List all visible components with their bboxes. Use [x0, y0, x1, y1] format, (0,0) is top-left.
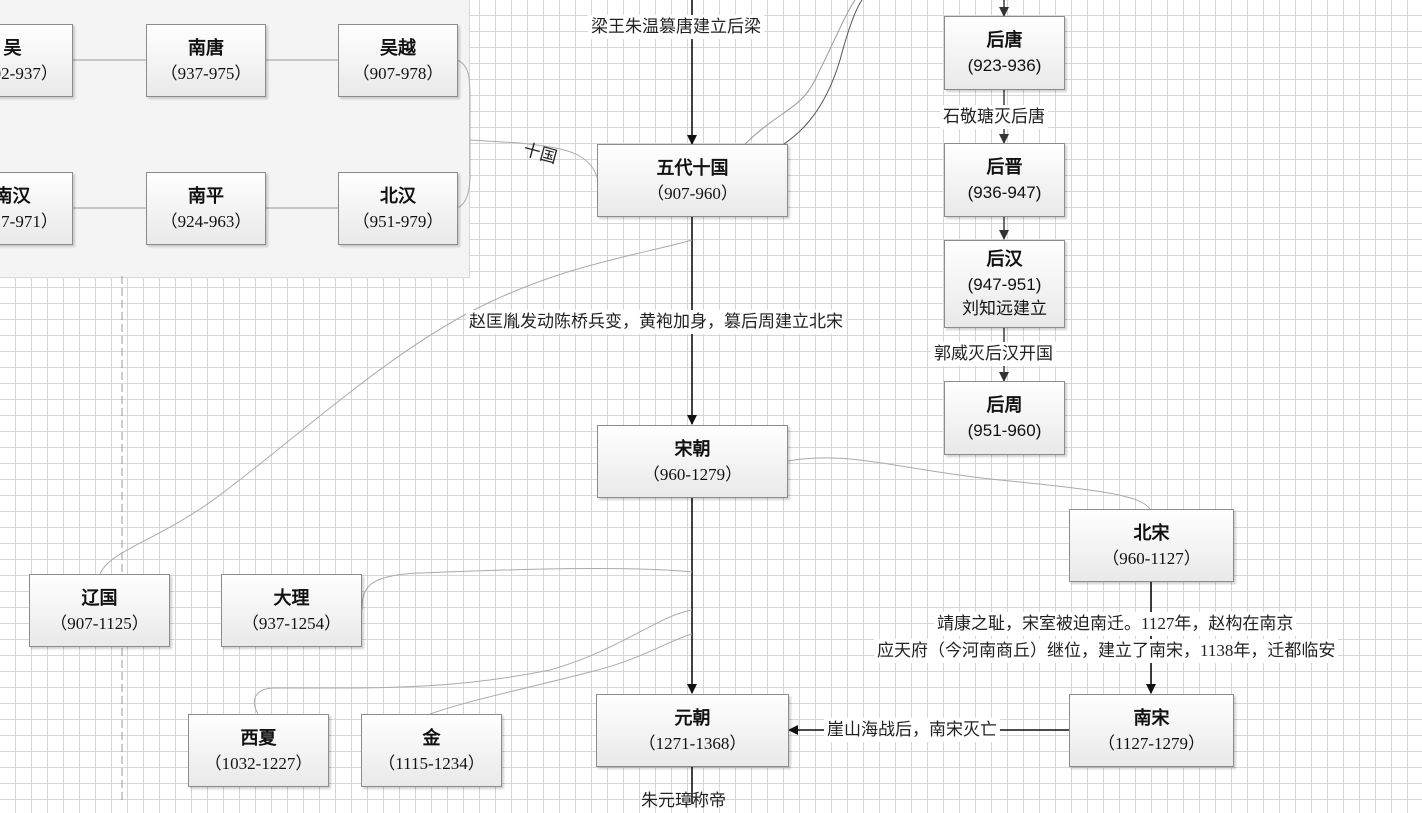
node-dali[interactable]: 大理 （937-1254）	[221, 574, 362, 647]
node-liao[interactable]: 辽国 （907-1125）	[29, 574, 170, 647]
node-nanping[interactable]: 南平 （924-963）	[146, 172, 266, 245]
node-houzhou-name: 后周	[986, 395, 1023, 416]
node-jin-name: 金	[422, 727, 441, 749]
node-houjin[interactable]: 后晋 (936-947)	[944, 143, 1065, 217]
node-xixia[interactable]: 西夏 （1032-1227）	[188, 714, 329, 787]
label-liang: 梁王朱温篡唐建立后梁	[588, 15, 764, 39]
node-wuyue-name: 吴越	[380, 37, 416, 59]
node-jin[interactable]: 金 （1115-1234）	[361, 714, 502, 787]
node-beihan-name: 北汉	[380, 185, 416, 207]
node-houzhou-dates: (951-960)	[967, 421, 1042, 440]
node-wuyue[interactable]: 吴越 （907-978）	[338, 24, 458, 97]
node-houtang-name: 后唐	[986, 30, 1023, 51]
node-houjin-dates: (936-947)	[967, 183, 1042, 202]
node-wu-name: 吴	[3, 37, 22, 59]
node-liao-name: 辽国	[81, 587, 118, 609]
node-houtang[interactable]: 后唐 (923-936)	[944, 16, 1065, 90]
node-houtang-dates: (923-936)	[967, 56, 1042, 75]
label-shiguo: 十国	[521, 139, 560, 168]
node-yuan[interactable]: 元朝 （1271-1368）	[596, 694, 789, 767]
label-zhaokuangyin: 赵匡胤发动陈桥兵变，黄袍加身，篡后周建立北宋	[466, 310, 846, 334]
node-houzhou[interactable]: 后周 (951-960)	[944, 381, 1065, 455]
node-nanping-name: 南平	[188, 185, 224, 207]
label-shijingtang: 石敬瑭灭后唐	[940, 105, 1048, 129]
label-yashan: 崖山海战后，南宋灭亡	[824, 718, 1000, 742]
node-nansong-name: 南宋	[1133, 707, 1170, 729]
node-beisong-name: 北宋	[1133, 522, 1170, 544]
node-jin-dates: （1115-1234）	[378, 753, 485, 773]
label-jingkang-2: 应天府（今河南商丘）继位，建立了南宋，1138年，迁都临安	[874, 639, 1339, 663]
node-wudai-dates: （907-960）	[647, 183, 738, 203]
node-nansong-dates: （1127-1279）	[1097, 733, 1206, 753]
node-nanhan-dates: （917-971）	[0, 211, 58, 231]
node-nantang[interactable]: 南唐 （937-975）	[146, 24, 266, 97]
node-nantang-dates: （937-975）	[160, 63, 252, 83]
label-guowei: 郭威灭后汉开国	[931, 342, 1056, 366]
label-jingkang-1: 靖康之耻，宋室被迫南迁。1127年，赵构在南京	[934, 612, 1297, 636]
node-yuan-name: 元朝	[674, 707, 711, 729]
node-dali-name: 大理	[273, 587, 310, 609]
node-wu-dates: （902-937）	[0, 63, 58, 83]
node-xixia-dates: （1032-1227）	[204, 753, 313, 773]
node-xixia-name: 西夏	[240, 727, 277, 749]
node-houhan-note: 刘知远建立	[962, 299, 1047, 318]
node-dali-dates: （937-1254）	[241, 613, 342, 633]
node-houhan-dates: (947-951)	[967, 275, 1042, 294]
node-wudai-name: 五代十国	[656, 157, 729, 179]
node-nantang-name: 南唐	[188, 37, 224, 59]
node-beihan[interactable]: 北汉 （951-979）	[338, 172, 458, 245]
node-wuyue-dates: （907-978）	[352, 63, 444, 83]
node-houjin-name: 后晋	[986, 157, 1023, 178]
node-nansong[interactable]: 南宋 （1127-1279）	[1069, 694, 1234, 767]
node-beihan-dates: （951-979）	[352, 211, 444, 231]
node-houhan-name: 后汉	[986, 249, 1023, 270]
node-wu[interactable]: 吴 （902-937）	[0, 24, 73, 97]
node-yuan-dates: （1271-1368）	[638, 733, 747, 753]
node-beisong[interactable]: 北宋 （960-1127）	[1069, 509, 1234, 582]
node-liao-dates: （907-1125）	[50, 613, 149, 633]
node-song-dates: （960-1279）	[642, 464, 743, 484]
label-zhuyuanzhang: 朱元璋称帝	[641, 791, 726, 810]
node-nanping-dates: （924-963）	[160, 211, 252, 231]
node-nanhan[interactable]: 南汉 （917-971）	[0, 172, 73, 245]
node-beisong-dates: （960-1127）	[1102, 548, 1201, 568]
node-nanhan-name: 南汉	[0, 185, 31, 207]
node-wudai-shiguo[interactable]: 五代十国 （907-960）	[597, 144, 788, 217]
node-song[interactable]: 宋朝 （960-1279）	[597, 425, 788, 498]
node-song-name: 宋朝	[674, 438, 711, 460]
node-houhan[interactable]: 后汉 (947-951) 刘知远建立	[944, 240, 1065, 328]
